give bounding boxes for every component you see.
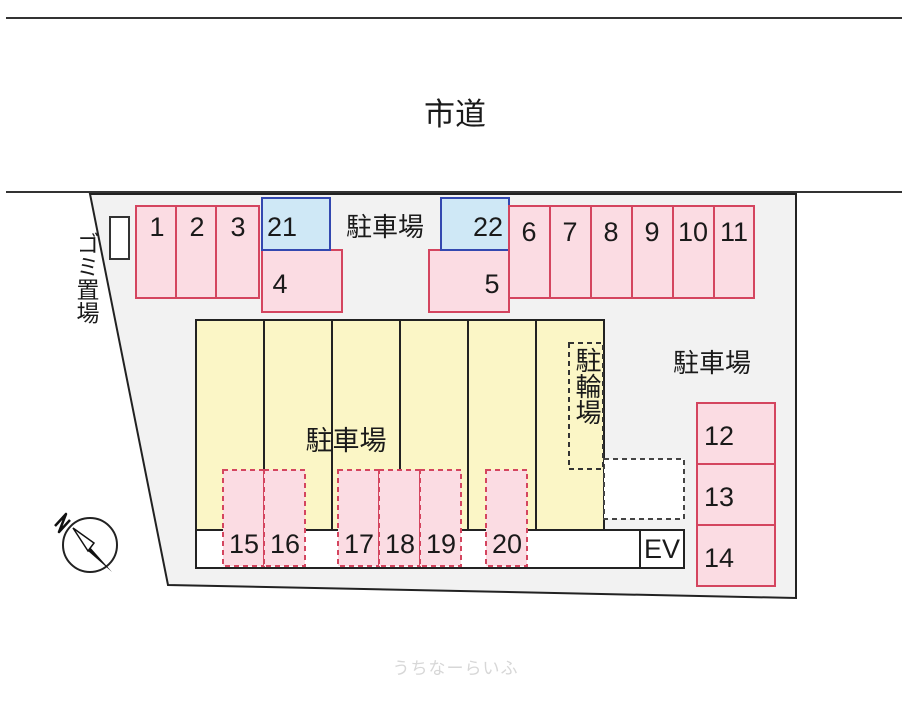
stall-18-label: 18 bbox=[385, 529, 415, 559]
watermark: うちなーらいふ bbox=[392, 659, 519, 679]
stall-13-label: 13 bbox=[704, 482, 734, 512]
stall-17-label: 17 bbox=[344, 529, 374, 559]
parking-label-top: 駐車場 bbox=[346, 213, 424, 243]
stall-1-label: 1 bbox=[149, 212, 164, 242]
stall-8-label: 8 bbox=[603, 217, 618, 247]
stall-5-label: 5 bbox=[484, 269, 499, 299]
svg-text:駐輪場: 駐輪場 bbox=[571, 347, 601, 425]
stall-9 bbox=[631, 205, 674, 299]
stall-17 bbox=[337, 469, 380, 567]
parking-label-center: 駐車場 bbox=[306, 426, 387, 457]
road-label: 市道 bbox=[424, 97, 486, 133]
stall-12 bbox=[696, 402, 776, 465]
stall-14 bbox=[696, 524, 776, 587]
stall-13 bbox=[696, 463, 776, 526]
stall-12-label: 12 bbox=[704, 421, 734, 451]
stall-row-bottom bbox=[222, 469, 528, 567]
stall-6 bbox=[508, 205, 551, 299]
stall-11 bbox=[713, 205, 755, 299]
stall-10-label: 10 bbox=[678, 217, 708, 247]
bicycle-label: 駐輪場 bbox=[571, 347, 601, 425]
stall-4-label: 4 bbox=[272, 269, 287, 299]
elevator bbox=[639, 529, 685, 569]
stall-14-label: 14 bbox=[704, 543, 734, 573]
stall-11-label: 11 bbox=[720, 217, 748, 247]
stall-6-label: 6 bbox=[521, 217, 536, 247]
garbage-label: ゴミ置場 bbox=[72, 232, 100, 324]
stall-10 bbox=[672, 205, 715, 299]
stall-7-label: 7 bbox=[562, 217, 577, 247]
stall-2-label: 2 bbox=[189, 212, 204, 242]
reserved-stalls bbox=[261, 197, 510, 251]
stall-3 bbox=[215, 205, 260, 299]
bicycle-parking bbox=[568, 342, 604, 470]
stall-21 bbox=[261, 197, 331, 251]
stall-15-label: 15 bbox=[229, 529, 259, 559]
stall-1 bbox=[135, 205, 177, 299]
parking-label-right: 駐車場 bbox=[673, 349, 751, 379]
stall-8 bbox=[590, 205, 633, 299]
stall-column-right bbox=[696, 402, 776, 587]
stall-15 bbox=[222, 469, 265, 567]
elevator-label: EV bbox=[644, 534, 680, 564]
stall-22-label: 22 bbox=[473, 212, 503, 242]
stall-20 bbox=[485, 469, 528, 567]
svg-text:ゴミ置場: ゴミ置場 bbox=[72, 232, 100, 324]
stall-16-label: 16 bbox=[270, 529, 300, 559]
garbage-box bbox=[109, 216, 130, 260]
stall-19 bbox=[419, 469, 462, 567]
stall-21-label: 21 bbox=[267, 212, 297, 242]
stall-3-label: 3 bbox=[230, 212, 245, 242]
stall-row-top-right bbox=[508, 205, 755, 299]
stall-9-label: 9 bbox=[644, 217, 659, 247]
stall-row-top-left bbox=[135, 205, 510, 313]
stall-16 bbox=[263, 469, 306, 567]
north-compass-icon bbox=[54, 512, 118, 573]
stall-18 bbox=[378, 469, 421, 567]
extension-area bbox=[603, 458, 685, 520]
stall-22 bbox=[440, 197, 510, 251]
stall-20-label: 20 bbox=[492, 529, 522, 559]
stall-5 bbox=[428, 249, 510, 313]
stall-19-label: 19 bbox=[426, 529, 456, 559]
